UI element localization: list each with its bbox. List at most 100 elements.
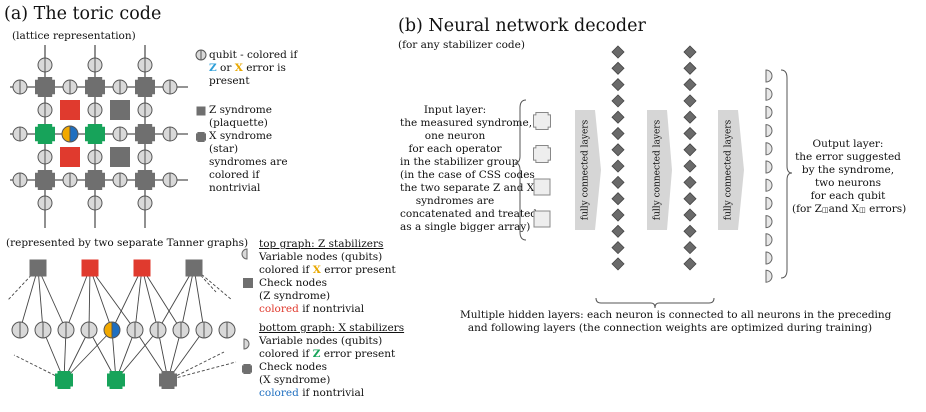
hidden-neuron [611,192,625,206]
x-check-node [55,371,73,389]
tanner-edge [141,267,159,331]
qubit-right-half [70,173,77,187]
fc-arrow-2 [647,110,672,230]
qubit-right-half [227,322,235,338]
variable-node [11,321,29,339]
qubit-right-half [20,127,27,141]
hidden-neuron [683,143,697,157]
input-neuron-plus [533,145,551,163]
qubit-right-half [43,322,51,338]
legend-top-variable-icon [241,248,248,260]
tanner-edge [134,267,143,331]
tanner-edge [89,267,113,331]
tanner-edge-wrap [193,267,233,301]
tanner-edge [63,329,113,381]
qubit-left-half [38,58,45,72]
fc-label: fully connected layers [581,119,591,220]
nn-title: (b) Neural network decoder [398,16,646,36]
x-check-node [159,371,177,389]
qubit-node [62,79,78,95]
input-neuron-square [533,178,551,196]
hidden-neuron [611,143,625,157]
qubit-right-half [95,103,102,117]
hidden-neuron [611,61,625,75]
qubit-node [12,79,28,95]
hidden-neuron [611,110,625,124]
qubit-right-half [70,80,77,94]
qubit-left-half [113,173,120,187]
hidden-neuron [683,224,697,238]
qubit-right-half [45,103,52,117]
error-qubit [61,125,79,143]
qubit-left-half [38,150,45,164]
qubit-node [112,126,128,142]
input-neuron-square [533,210,551,228]
qubit-left-half [13,127,20,141]
output-neuron [765,233,773,247]
output-neuron [765,196,773,210]
qubit-right-half [45,58,52,72]
x-check-node [107,371,125,389]
output-neuron [765,215,773,229]
qubit-left-half [150,322,158,338]
hidden-neuron [683,241,697,255]
x-syndrome-star [85,77,105,97]
qubit-node [137,195,153,211]
qubit-left-half [13,80,20,94]
qubit-left-half [104,322,112,338]
top-graph-legend: top graph: Z stabilizers Variable nodes … [259,238,396,315]
tanner-edge [111,267,143,331]
variable-node [172,321,190,339]
tanner-edge [88,267,91,331]
qubit-node [37,195,53,211]
hidden-neuron [611,78,625,92]
output-neuron [765,178,773,192]
x-syndrome-star [85,124,105,144]
qubit-right-half [170,173,177,187]
tanner-edge [65,267,91,331]
tanner-edge [180,267,195,331]
qubit-right-half [145,150,152,164]
qubit-right-half [45,150,52,164]
qubit-left-half [163,80,170,94]
z-check-node [185,259,203,277]
qubit-node [137,102,153,118]
qubit-left-half [63,173,70,187]
hidden-neuron [683,94,697,108]
variable-node [80,321,98,339]
x-syndrome-star [135,124,155,144]
qubit-right-half [181,322,189,338]
qubit-node [112,172,128,188]
nn-subtitle: (for any stabilizer code) [398,39,525,51]
qubit-left-half [62,126,70,142]
hidden-neuron [611,224,625,238]
qubit-right-half [135,322,143,338]
z-check-node [29,259,47,277]
fc-arrow-1 [575,110,601,230]
qubit-right-half [95,150,102,164]
input-neuron-plus [533,112,551,130]
tanner-edge [115,329,159,381]
tanner-edge-wrap [167,361,237,381]
qubit-left-half [12,322,20,338]
qubit-node [112,79,128,95]
qubit-node [87,149,103,165]
qubit-node [137,149,153,165]
hidden-neuron [611,208,625,222]
qubit-left-half [138,58,145,72]
qubit-left-half [88,196,95,210]
qubit-left-half [219,322,227,338]
qubit-left-half [196,50,201,60]
z-check-node [81,259,99,277]
variable-node [195,321,213,339]
toric-lattice [10,45,188,228]
tanner-edge [141,267,182,331]
tanner-edge-wrap [167,351,225,381]
output-neuron [765,269,773,283]
fc-label: fully connected layers [724,119,734,220]
x-syndrome-star [135,170,155,190]
hidden-neuron [611,159,625,173]
qubit-left-half [81,322,89,338]
z-syndrome-plaquette [60,100,80,120]
toric-title: (a) The toric code [4,4,162,24]
